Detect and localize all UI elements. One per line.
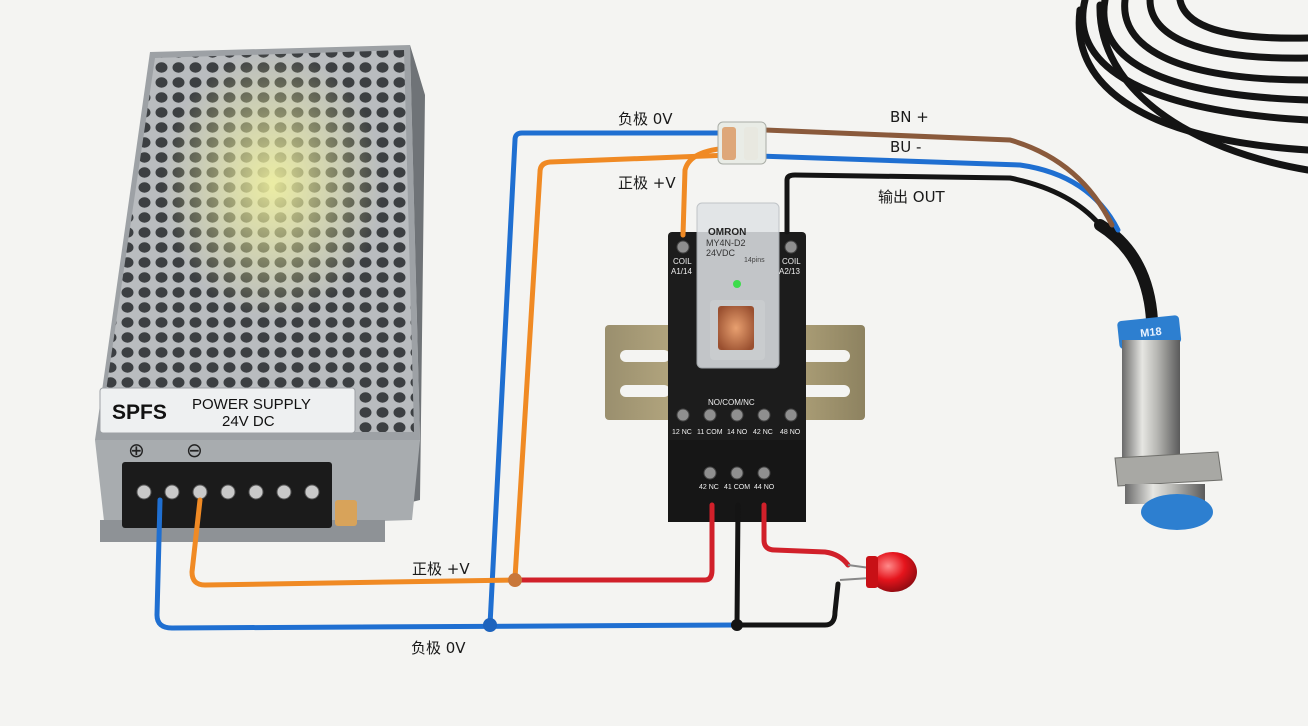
label-sensor-brown: BN +: [890, 108, 929, 126]
proximity-sensor: [1114, 315, 1223, 530]
red-wire-led: [761, 502, 851, 568]
label-top-positive: 正极 +V: [618, 174, 676, 192]
terminal-upper-2: 14 NO: [727, 429, 748, 436]
terminal-upper-3: 42 NC: [753, 429, 773, 436]
relay-mode-label: NO/COM/NC: [708, 398, 755, 407]
blue-wire-bottom: [154, 497, 738, 631]
orange-wire-bottom: [189, 497, 518, 588]
terminal-upper-4: 48 NO: [780, 429, 801, 436]
black-wire-com: [734, 502, 841, 628]
label-sensor-black: 输出 OUT: [878, 188, 945, 206]
black-wire-out: [784, 172, 1103, 235]
sensor-band-text: M18: [1140, 326, 1163, 340]
terminal-lower-2: 44 NO: [754, 484, 775, 491]
label-sensor-blue: BU -: [890, 138, 922, 156]
label-bottom-positive: 正极 +V: [412, 560, 470, 578]
relay-body: [696, 202, 780, 369]
terminal-lower-0: 42 NC: [699, 484, 719, 491]
power-supply: [95, 45, 425, 542]
coil-left-1: COIL: [673, 257, 692, 266]
terminal-lower-1: 41 COM: [724, 484, 750, 491]
coil-right-1: COIL: [782, 257, 801, 266]
wires: [154, 127, 1121, 631]
ps-line2: 24V DC: [222, 413, 275, 430]
relay-maker: OMRON: [708, 227, 746, 238]
terminal-upper-1: 11 COM: [697, 429, 723, 436]
relay-model: MY4N-D2: [706, 238, 746, 248]
sensor-cable-coil: [1075, 0, 1308, 174]
terminal-upper-0: 12 NC: [672, 429, 692, 436]
orange-junction: [508, 573, 522, 587]
brown-wire-sensor: [762, 127, 1115, 228]
relay-voltage: 24VDC: [706, 248, 736, 258]
label-bottom-negative: 负极 0V: [411, 639, 466, 657]
label-top-negative: 负极 0V: [618, 110, 673, 128]
coil-right-2: A2/13: [779, 267, 800, 276]
relay-pins: 14pins: [744, 257, 765, 264]
orange-wire-top: [512, 152, 733, 581]
ps-line1: POWER SUPPLY: [192, 396, 311, 413]
relay-green-led: [733, 280, 741, 288]
black-junction: [731, 619, 743, 631]
blue-wire-top: [487, 130, 723, 628]
ps-plus-symbol: ⊕: [128, 438, 145, 462]
sensor-cable: [1094, 219, 1158, 326]
red-wire: [512, 502, 715, 583]
wire-connector: [717, 121, 767, 165]
ps-minus-symbol: ⊖: [186, 438, 203, 462]
coil-left-2: A1/14: [671, 267, 692, 276]
ps-brand: SPFS: [112, 401, 167, 424]
red-led: [839, 552, 917, 592]
blue-junction: [483, 618, 497, 632]
